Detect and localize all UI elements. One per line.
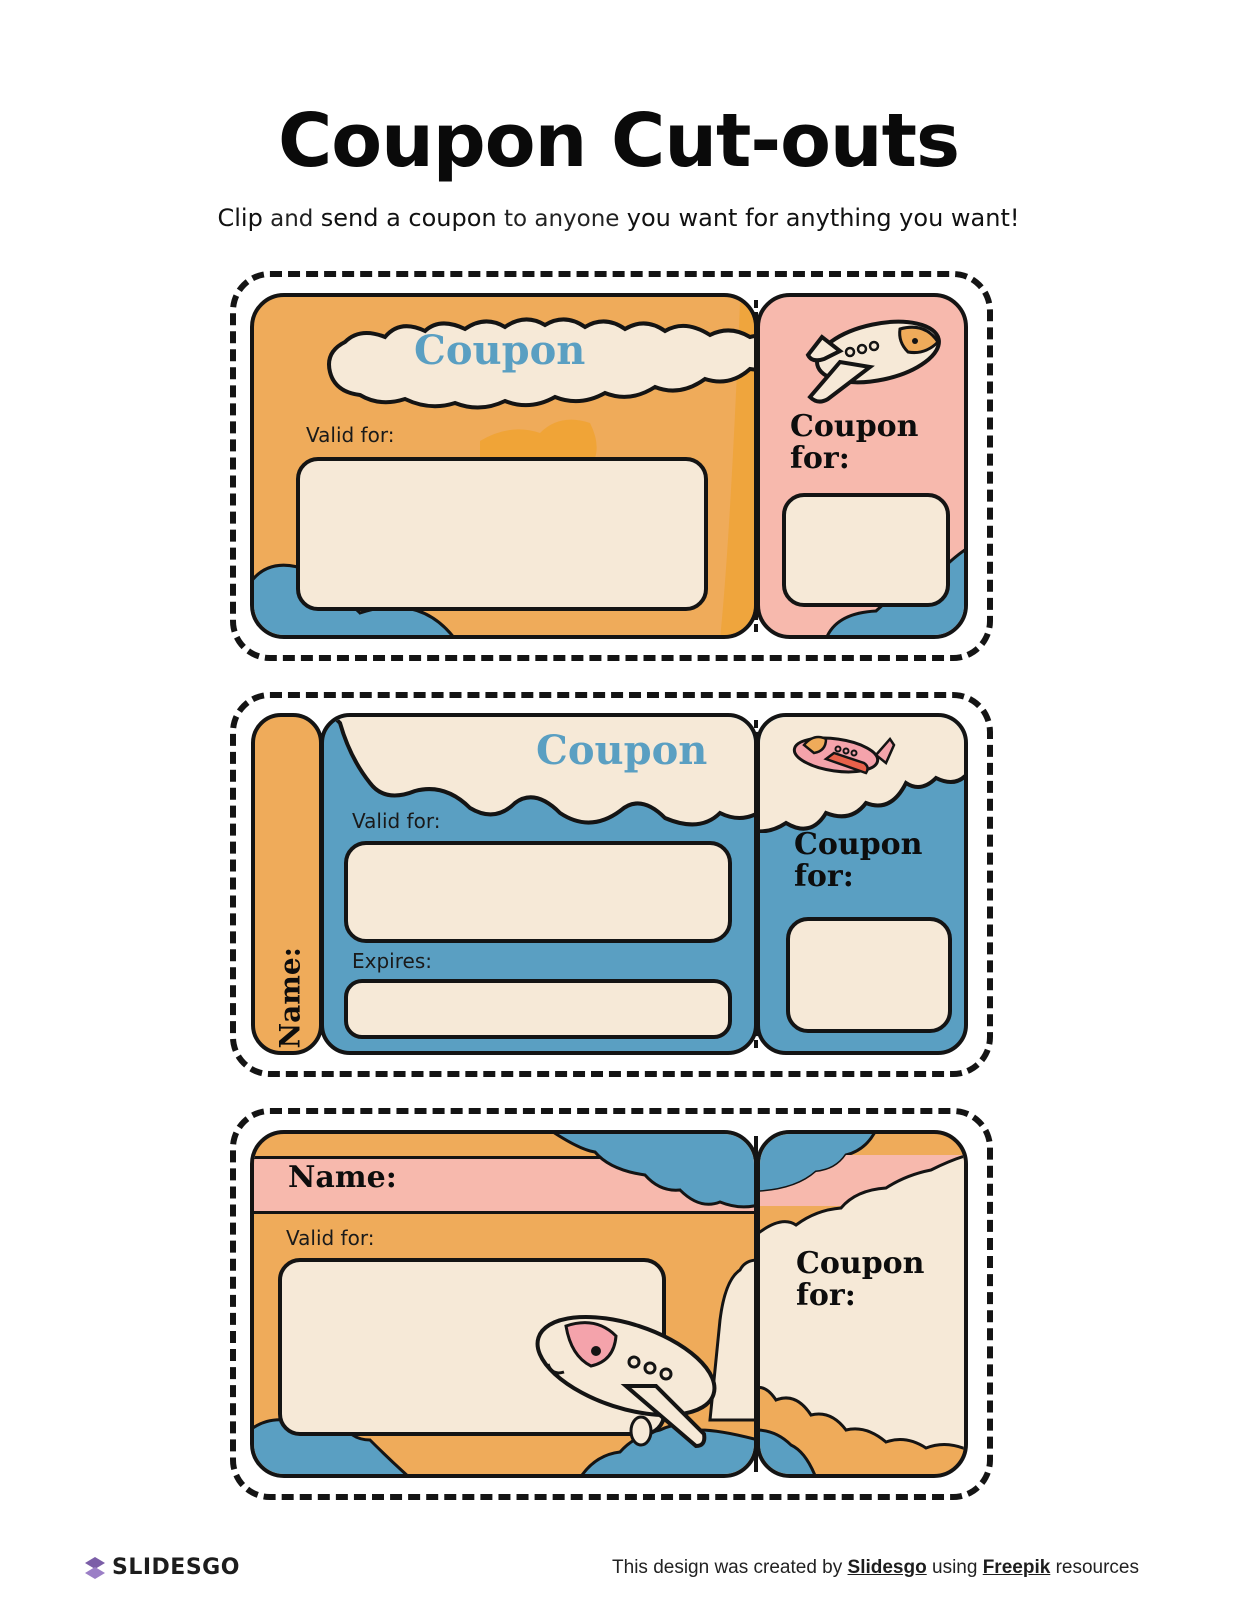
coupon-heading: Coupon [536,727,708,774]
cut-line [230,271,993,661]
cloud-banner [331,717,754,827]
stub-title: Coupon for: [790,411,919,475]
subtitle-part: to anyone [496,206,627,232]
valid-for-field[interactable] [278,1258,666,1436]
cut-line [230,1108,993,1500]
slidesgo-logo-icon [85,1556,105,1579]
expires-label: Expires: [352,949,432,973]
coupon-stub: Coupon for: [756,713,968,1055]
stub-title-line2: for: [790,441,850,476]
valid-for-label: Valid for: [352,809,441,833]
credit-middle: using [926,1557,983,1578]
coupon-for-field[interactable] [782,493,950,607]
background-clouds [760,1134,964,1474]
credit-suffix: resources [1050,1557,1139,1578]
stub-title-line1: Coupon [790,409,919,444]
slidesgo-logo-text: SLIDESGO [112,1555,240,1580]
perforation-line [754,1136,758,1472]
coupon-body: Name: Valid for: [250,1130,758,1478]
stub-title-line2: for: [794,859,854,894]
coupon-body: Coupon Valid for: [250,293,758,639]
stub-title-line1: Coupon [794,827,923,862]
page-title: Coupon Cut-outs [277,98,960,184]
airplane-icon [792,735,896,775]
airplane-icon [535,1314,717,1449]
slidesgo-link[interactable]: Slidesgo [847,1557,927,1578]
perforation-line [754,300,758,632]
expires-field[interactable] [344,979,732,1039]
credit-text: This design was created by Slidesgo usin… [612,1557,1139,1579]
cloud-banner [327,317,754,410]
freepik-link[interactable]: Freepik [982,1557,1051,1578]
stub-title: Coupon for: [794,829,923,893]
stub-title-line2: for: [796,1278,856,1313]
name-label: Name: [288,1160,397,1195]
slidesgo-logo[interactable]: SLIDESGO [84,1555,240,1580]
page-subtitle: Clip and send a coupon to anyone you wan… [0,202,1237,235]
coupon-stub: Coupon for: [756,293,968,639]
coupon-body: Coupon Valid for: Expires: [320,713,758,1055]
name-strip: Name: [251,713,323,1055]
subtitle-part: send a coupon [320,204,497,232]
coupon-heading: Coupon [414,327,586,374]
name-label: Name: [273,946,307,1049]
subtitle-part: and [262,206,321,232]
subtitle-part: Clip [217,204,263,232]
airplane-icon [805,319,941,404]
valid-for-field[interactable] [344,841,732,943]
valid-for-label: Valid for: [286,1226,375,1250]
stub-title-line1: Coupon [796,1246,925,1281]
credit-prefix: This design was created by [612,1557,848,1578]
subtitle-part: you want for anything you want! [626,204,1020,232]
coupon-stub: Coupon for: [756,1130,968,1478]
cut-line [230,692,993,1077]
coupon-for-field[interactable] [786,917,952,1033]
valid-for-field[interactable] [296,457,708,611]
valid-for-label: Valid for: [306,423,395,447]
stub-title: Coupon for: [796,1248,925,1312]
perforation-line [754,720,758,1048]
